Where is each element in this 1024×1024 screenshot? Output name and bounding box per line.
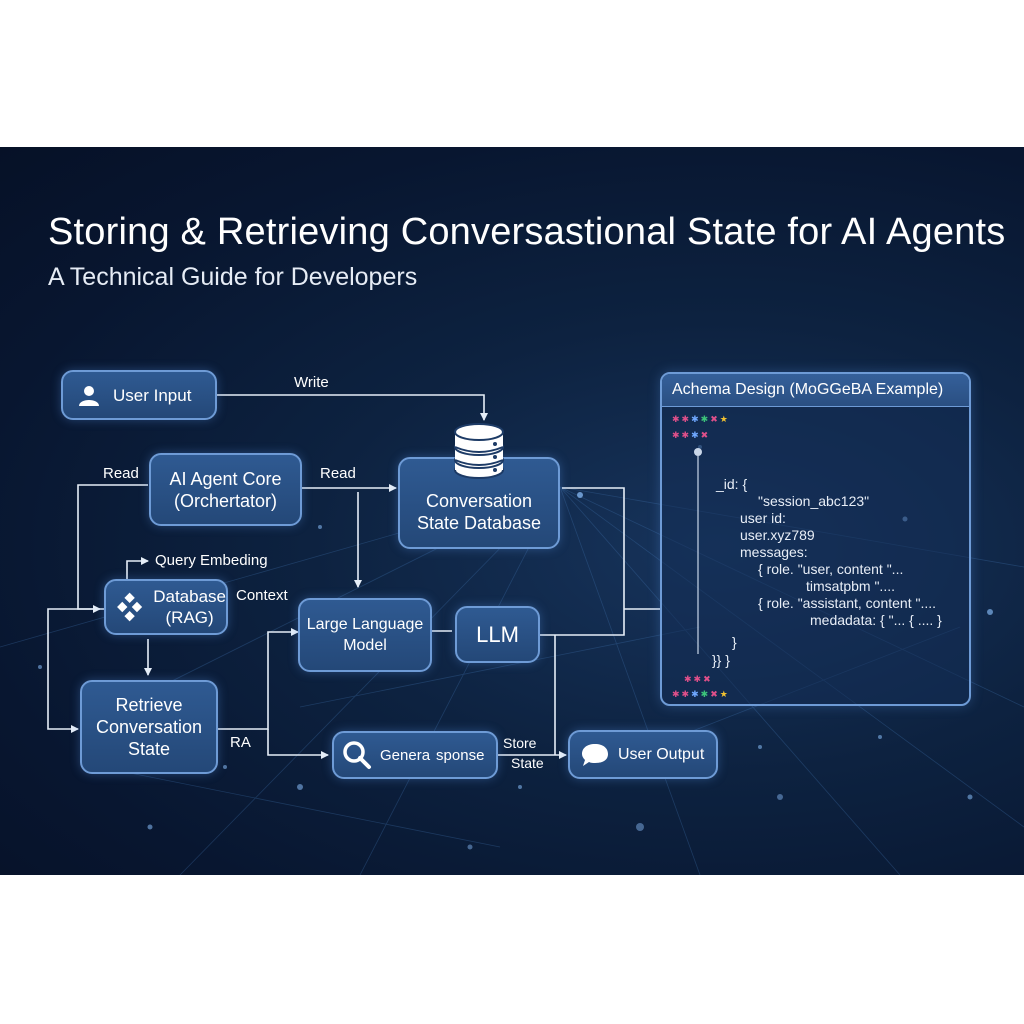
edge-label-query-embedding: Query Embeding [155,552,268,569]
schema-line-11: }} } [712,652,730,668]
schema-decor-bottom: ✱✱✖ [684,674,712,684]
schema-line-3: user id: [740,510,786,526]
edge-query-embedding [126,557,149,580]
retrieve-label-line3: State [127,739,171,759]
language-model-node: Large Language Model [298,598,432,672]
magnifier-icon [343,741,371,769]
edge-label-read-left: Read [103,465,139,482]
user-output-node: User Output [568,730,718,779]
schema-line-4: user.xyz789 [740,527,815,543]
llm-node: LLM [455,606,540,663]
chat-bubble-icon [582,743,608,766]
user-input-label: User Input [113,385,192,405]
schema-panel: Achema Design (MoGGeBA Example) ✱✱✱✱✖★ ✱… [660,372,971,706]
schema-line-1: _id: { [716,476,748,492]
retrieve-state-node: Retrieve Conversation State [80,680,218,774]
schema-line-2: "session_abc123" [758,493,870,509]
edge-ra [218,628,299,730]
rag-database-node: Database (RAG) [104,579,228,635]
language-model-label-line1: Large Language [306,616,424,633]
diagram-subtitle: A Technical Guide for Developers [48,263,418,291]
database-icon [454,423,504,479]
edge-label-store: Store [503,735,537,751]
retrieve-label-line2: Conversation [95,717,203,737]
diagram-title: Storing & Retrieving Conversastional Sta… [48,211,1006,253]
schema-decor-top: ✱✱✱✱✖★ [672,414,729,424]
agent-core-label-line2: (Orchertator) [173,490,278,511]
schema-line-8: { role. "assistant, content ".... [758,595,937,611]
schema-line-7: timsatpbm ".... [806,578,895,594]
user-output-label: User Output [618,746,705,763]
state-database-label-line1: Conversation [425,491,533,511]
edge-label-ra: RA [230,734,251,751]
edge-label-state: State [511,755,544,771]
generate-response-node: Genera sponse [332,731,498,779]
llm-label: LLM [476,622,519,647]
diagram-panel: Storing & Retrieving Conversastional Sta… [0,147,1024,875]
schema-line-5: messages: [740,544,808,560]
retrieve-label-line1: Retrieve [115,695,183,715]
schema-decor-bottom-2: ✱✱✱✱✖★ [672,689,729,699]
agent-core-label-line1: AI Agent Core [169,468,282,489]
edge-left-loop [47,608,105,733]
user-input-node: User Input [61,370,217,420]
schema-line-9: medadata: { "... { .... } [810,612,942,628]
schema-header: Achema Design (MoGGeBA Example) [662,374,969,407]
rag-database-label-line1: Database [153,587,226,606]
edge-ra-to-generate [267,729,329,759]
schema-line-6: { role. "user, content "... [758,561,904,577]
diamond-grid-icon [117,592,143,622]
state-database-label-line2: State Database [416,513,542,533]
edge-label-write: Write [294,374,329,391]
edge-label-context: Context [236,587,288,604]
language-model-label-line2: Model [343,637,387,654]
schema-tree-line [694,448,702,654]
rag-database-label-line2: (RAG) [165,608,214,627]
edge-write [216,394,488,421]
generate-response-label: Genera sponse [380,746,485,764]
edge-llm-to-db [540,487,625,636]
user-icon [79,386,99,406]
edge-label-read-right: Read [320,465,356,482]
connector-lines [47,394,660,759]
agent-core-node: AI Agent Core (Orchertator) [149,453,302,526]
schema-decor-top-2: ✱✱✱✖ [672,430,710,440]
schema-line-10: } [732,634,737,650]
schema-title: Achema Design (MoGGeBA Example) [672,381,944,398]
